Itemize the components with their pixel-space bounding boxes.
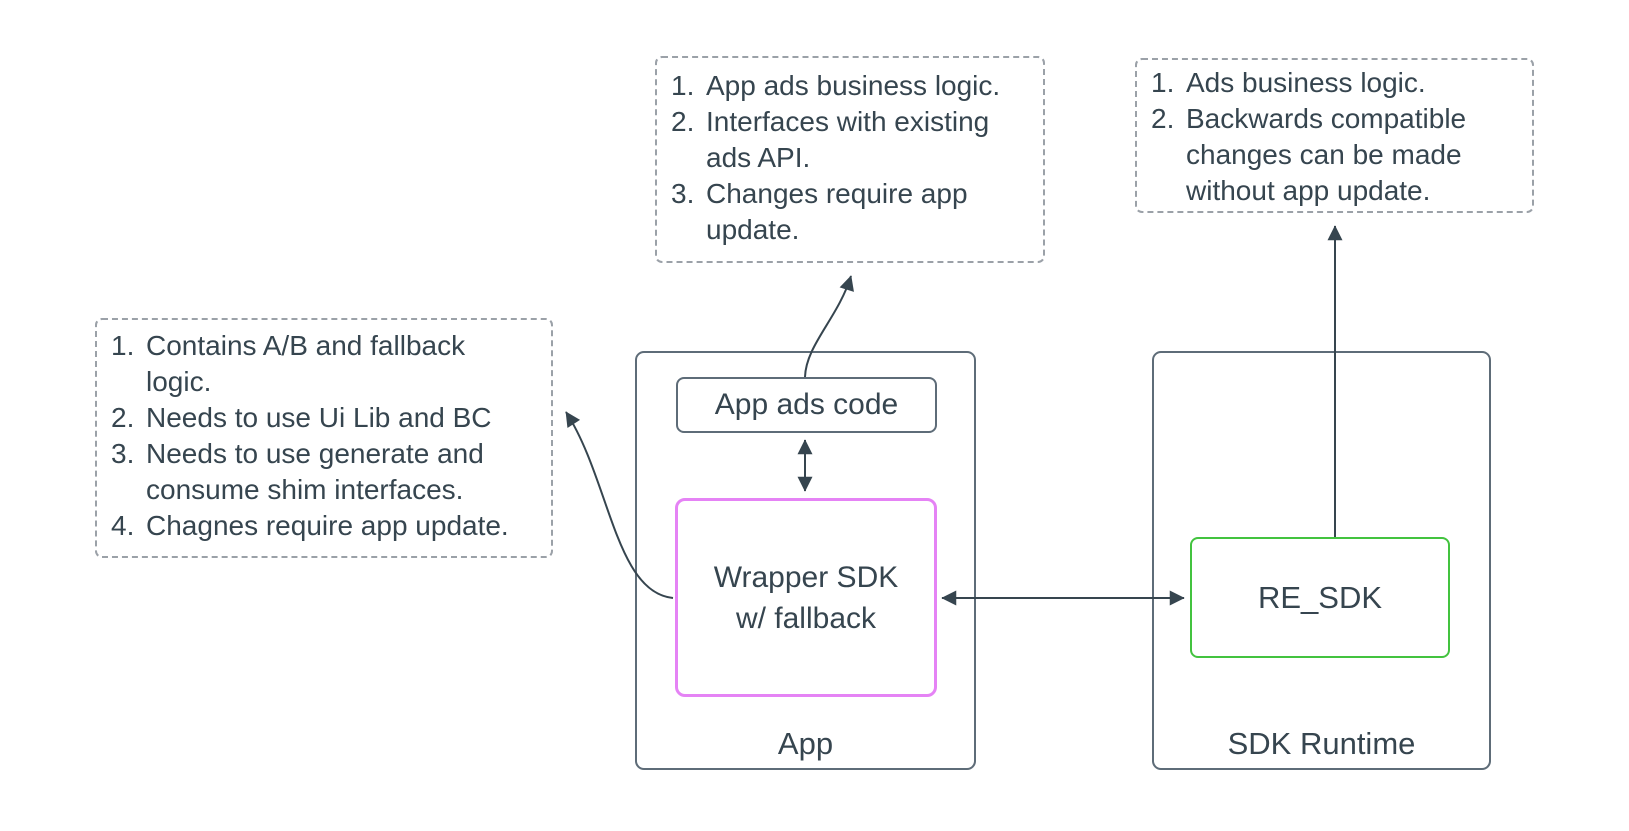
list-item-text: Needs to use generate and consume shim i… (146, 438, 484, 505)
wrapper-sdk-label: Wrapper SDK w/ fallback (713, 560, 899, 635)
list-item-text: Backwards compatible changes can be made… (1186, 103, 1467, 206)
app-container-label: App (777, 726, 834, 761)
list-item: 1. App ads business logic. (671, 68, 1029, 104)
list-item-text: Contains A/B and fallback logic. (146, 330, 466, 397)
note-re-sdk-details: 1. Ads business logic. 2. Backwards comp… (1135, 58, 1534, 213)
list-item-text: Changes require app update. (706, 178, 968, 245)
list-item-text: App ads business logic. (706, 70, 1001, 101)
list-item: 2. Needs to use Ui Lib and BC (111, 400, 537, 436)
note-wrapper-sdk-details: 1. Contains A/B and fallback logic. 2. N… (95, 318, 553, 558)
list-item-number: 1. (671, 70, 695, 101)
list-item: 2. Interfaces with existing ads API. (671, 104, 1029, 176)
list-item: 4. Chagnes require app update. (111, 508, 537, 544)
list-item: 2. Backwards compatible changes can be m… (1151, 101, 1518, 209)
wrapper-sdk-box: Wrapper SDK w/ fallback (675, 498, 937, 697)
re-sdk-box: RE_SDK (1190, 537, 1450, 658)
list-item-number: 2. (1151, 103, 1175, 134)
list-item-number: 2. (111, 402, 135, 433)
list-item: 3. Changes require app update. (671, 176, 1029, 248)
list-item-number: 3. (671, 178, 695, 209)
app-ads-code-label: App ads code (714, 388, 899, 421)
sdk-runtime-container: SDK Runtime (1152, 351, 1491, 770)
re-sdk-label: RE_SDK (1257, 579, 1383, 615)
list-item-number: 1. (1151, 67, 1175, 98)
list-item: 3. Needs to use generate and consume shi… (111, 436, 537, 508)
list-item-text: Needs to use Ui Lib and BC (146, 402, 492, 433)
list-item-text: Chagnes require app update. (146, 510, 509, 541)
list-item-number: 1. (111, 330, 135, 361)
list-item: 1. Ads business logic. (1151, 65, 1518, 101)
list-item-text: Ads business logic. (1186, 67, 1426, 98)
list-item-number: 3. (111, 438, 135, 469)
list-item: 1. Contains A/B and fallback logic. (111, 328, 537, 400)
list-item-number: 4. (111, 510, 135, 541)
app-ads-code-box: App ads code (676, 377, 937, 433)
note-app-ads-code-details: 1. App ads business logic. 2. Interfaces… (655, 56, 1045, 263)
sdk-runtime-container-label: SDK Runtime (1227, 726, 1416, 761)
list-item-text: Interfaces with existing ads API. (706, 106, 990, 173)
list-item-number: 2. (671, 106, 695, 137)
